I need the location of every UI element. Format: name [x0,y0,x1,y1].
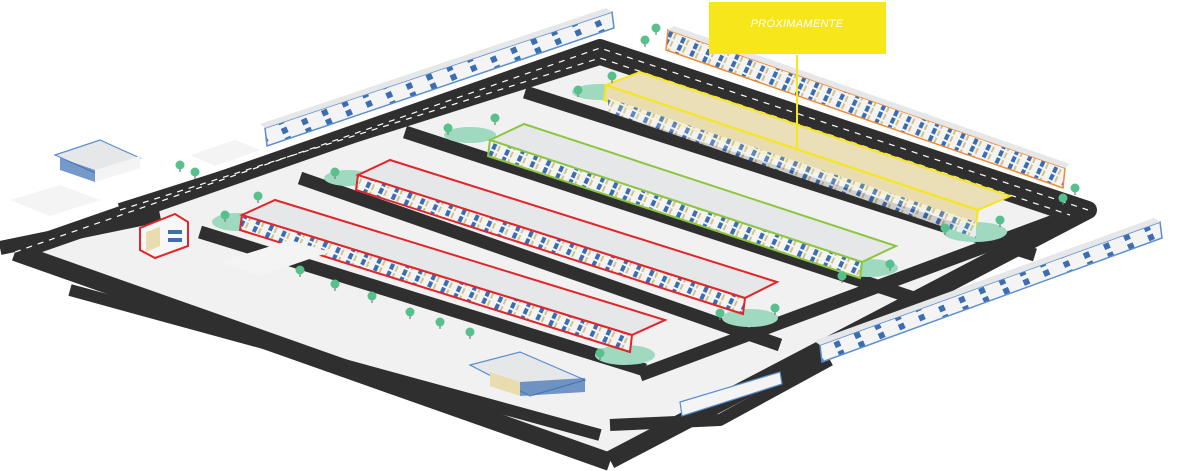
warehouse-red-front [238,198,668,354]
tree [220,210,230,222]
tree [443,123,453,135]
tree [330,279,340,291]
tree [770,303,780,315]
callout-label: PRÓXIMAMENTE [751,17,844,30]
tree [465,327,475,339]
callout-box [709,2,886,54]
building-cluster-top-left [10,139,260,216]
tree [640,35,650,47]
trees [175,23,1080,360]
tree [367,291,377,303]
building-row-blue-right [814,218,1163,364]
warehouse-red-middle [354,158,780,316]
tree [573,85,583,97]
tree [190,167,200,179]
warehouse-green [486,122,899,280]
tree [595,348,605,360]
tree [1058,193,1068,205]
building-row-blue-back [260,8,615,148]
office-building-red [139,212,189,260]
tree [253,191,263,203]
tree [607,71,617,83]
tree [1070,183,1080,195]
tree [651,23,661,35]
tree [715,308,725,320]
tree [995,215,1005,227]
tree [175,160,185,172]
tree [405,307,415,319]
tree [885,259,895,271]
tree [295,265,305,277]
tree [490,113,500,125]
tree [435,317,445,329]
coming-soon-callout[interactable]: PRÓXIMAMENTE [709,2,886,150]
tree [940,223,950,235]
building-row-orange-back [665,26,1070,190]
tree [330,167,340,179]
tree [837,271,847,283]
warehouse-coming-soon [602,70,1013,238]
building-cluster-bottom [220,240,783,417]
